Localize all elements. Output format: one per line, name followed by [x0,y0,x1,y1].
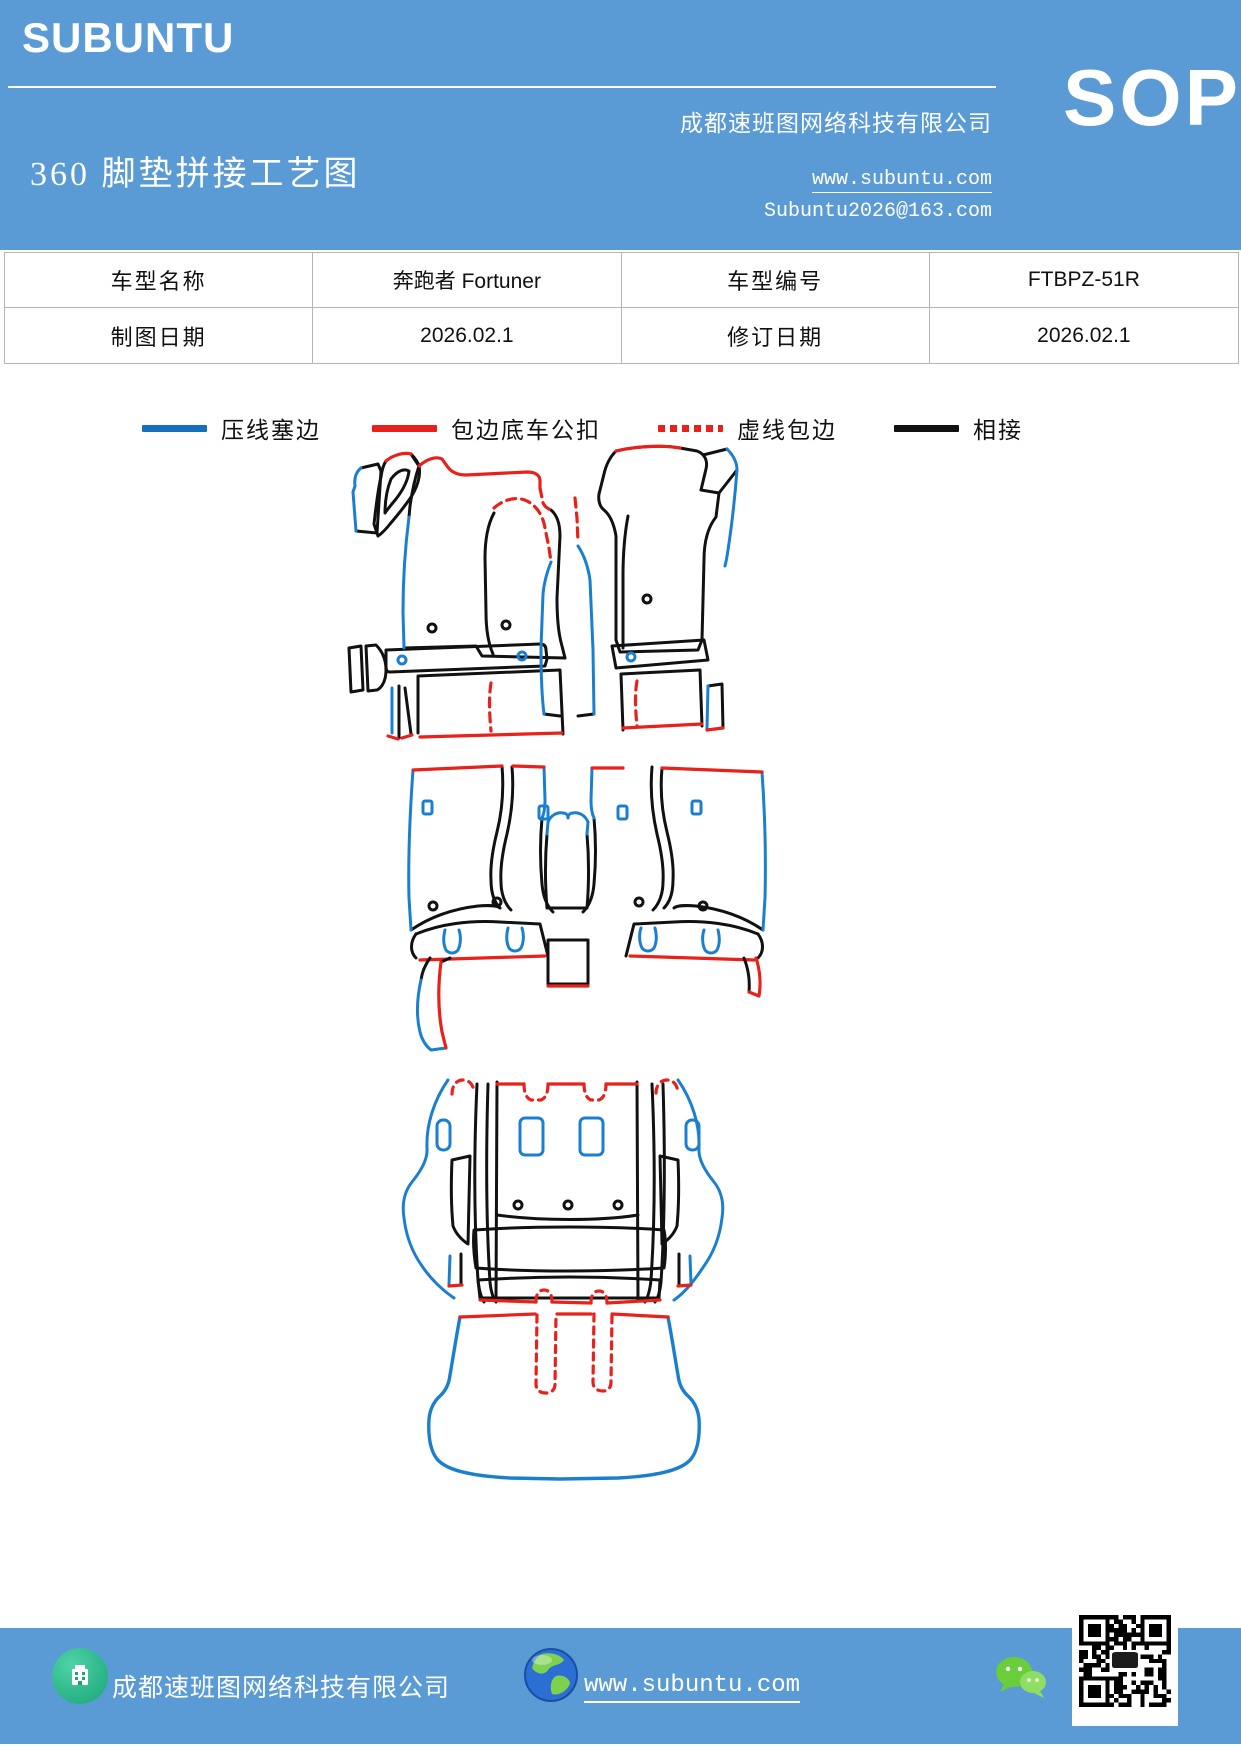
page-title: 360 脚垫拼接工艺图 [30,156,361,193]
draw-date-label: 制图日期 [5,308,314,363]
footer-website-link[interactable]: www.subuntu.com [584,1672,801,1703]
revise-date-label: 修订日期 [622,308,930,363]
qr-code [1072,1608,1178,1726]
second-row-drawing [407,764,767,988]
header-band: SUBUNTU 360 脚垫拼接工艺图 成都速班图网络科技有限公司 www.su… [0,0,1241,250]
trunk-mat-drawing [427,1312,701,1481]
globe-icon [522,1646,580,1704]
red-dashed-swatch [658,424,723,432]
wechat-icon [990,1652,1052,1704]
building-icon [52,1648,108,1704]
header-divider [8,86,996,88]
model-code-label: 车型编号 [621,253,930,308]
black-line-swatch [894,424,959,432]
mat-stitching-diagram [330,440,800,1515]
legend-item-red: 包边底车公扣 [372,408,601,448]
line-legend: 压线塞边 包边底车公扣 虚线包边 相接 [0,408,1241,454]
red-line-swatch [372,424,437,432]
third-row-drawing [401,956,762,1305]
sop-label: SOP [1063,53,1241,142]
header-email: Subuntu2026@163.com [763,200,992,223]
blue-line-swatch [142,424,207,432]
front-mats-drawing [347,444,739,741]
model-name-value: 奔跑者 Fortuner [313,253,622,308]
draw-date-value: 2026.02.1 [313,308,622,363]
header-company-name: 成都速班图网络科技有限公司 [680,111,992,136]
legend-item-black: 相接 [894,408,1023,448]
legend-item-blue: 压线塞边 [142,408,321,448]
revise-date-value: 2026.02.1 [1037,323,1131,347]
vehicle-info-table: 车型名称 奔跑者 Fortuner 车型编号 FTBPZ-51R 制图日期 20… [4,252,1239,364]
header-website-link[interactable]: www.subuntu.com [811,168,992,193]
legend-item-dashed: 虚线包边 [658,408,837,448]
brand-logo: SUBUNTU [22,14,235,61]
model-name-label: 车型名称 [5,253,314,308]
model-code-value: FTBPZ-51R [929,253,1238,308]
footer-company-name: 成都速班图网络科技有限公司 [112,1675,451,1702]
